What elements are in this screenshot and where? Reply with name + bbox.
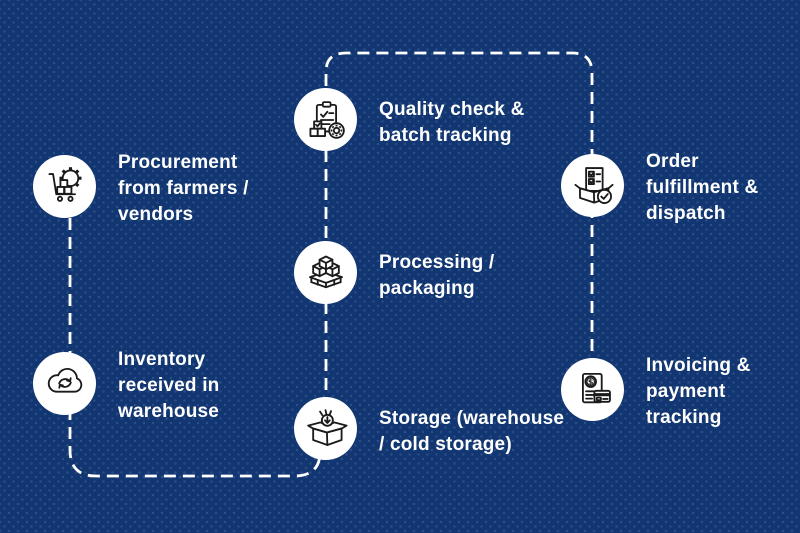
label-line: fulfillment &	[646, 177, 759, 198]
label-line: Invoicing &	[646, 355, 751, 376]
storage-label: Storage (warehouse / cold storage)	[379, 406, 564, 458]
label-line: Procurement	[118, 152, 238, 173]
order-fulfillment-label: Order fulfillment & dispatch	[646, 149, 758, 227]
cloud-sync-icon	[47, 367, 82, 393]
label-line: dispatch	[646, 203, 726, 224]
processing-label: Processing / packaging	[379, 250, 494, 302]
dollar-glyph: $	[587, 377, 592, 386]
invoicing-circle: $	[561, 357, 624, 421]
pallet-boxes-icon	[308, 255, 343, 288]
clipboard-check-icon	[309, 100, 345, 139]
connector-middle-top-right	[324, 51, 594, 428]
label-line: vendors	[118, 204, 194, 225]
label-line: packaging	[379, 277, 475, 299]
label-line: tracking	[646, 407, 722, 428]
invoice-card-icon: $	[581, 372, 611, 404]
step-inventory: Inventory received in warehouse	[33, 344, 219, 422]
step-storage: Storage (warehouse / cold storage)	[294, 397, 564, 460]
box-checklist-icon	[573, 167, 614, 204]
step-order-fulfillment: Order fulfillment & dispatch	[561, 146, 758, 224]
label-line: payment	[646, 381, 726, 402]
label-line: Processing /	[379, 251, 495, 273]
step-procurement: Procurement from farmers / vendors	[33, 147, 249, 225]
inventory-circle	[33, 351, 96, 415]
cart-gear-icon	[48, 167, 81, 202]
inventory-label: Inventory received in warehouse	[118, 347, 219, 425]
quality-check-label: Quality check & batch tracking	[379, 97, 525, 149]
label-line: Order	[646, 151, 699, 172]
label-line: Inventory	[118, 349, 206, 370]
label-line: from farmers /	[118, 178, 249, 199]
label-line: batch tracking	[379, 124, 512, 146]
open-box-arrow-icon	[306, 408, 348, 446]
label-line: received in	[118, 375, 220, 396]
quality-check-circle	[294, 88, 357, 151]
step-quality-check: Quality check & batch tracking	[294, 88, 525, 151]
label-line: Storage (warehouse	[379, 407, 565, 429]
procurement-label: Procurement from farmers / vendors	[118, 150, 249, 228]
step-processing: Processing / packaging	[294, 241, 494, 304]
storage-circle	[294, 397, 357, 460]
step-invoicing: $ Invoicing & payment tracking	[561, 350, 751, 428]
label-line: Quality check &	[379, 98, 525, 120]
connector-left-to-storage	[68, 180, 322, 478]
label-line: / cold storage)	[379, 433, 512, 455]
procurement-circle	[33, 154, 96, 218]
order-fulfillment-circle	[561, 153, 624, 217]
label-line: warehouse	[118, 401, 220, 422]
processing-circle	[294, 241, 357, 304]
invoicing-label: Invoicing & payment tracking	[646, 353, 751, 431]
